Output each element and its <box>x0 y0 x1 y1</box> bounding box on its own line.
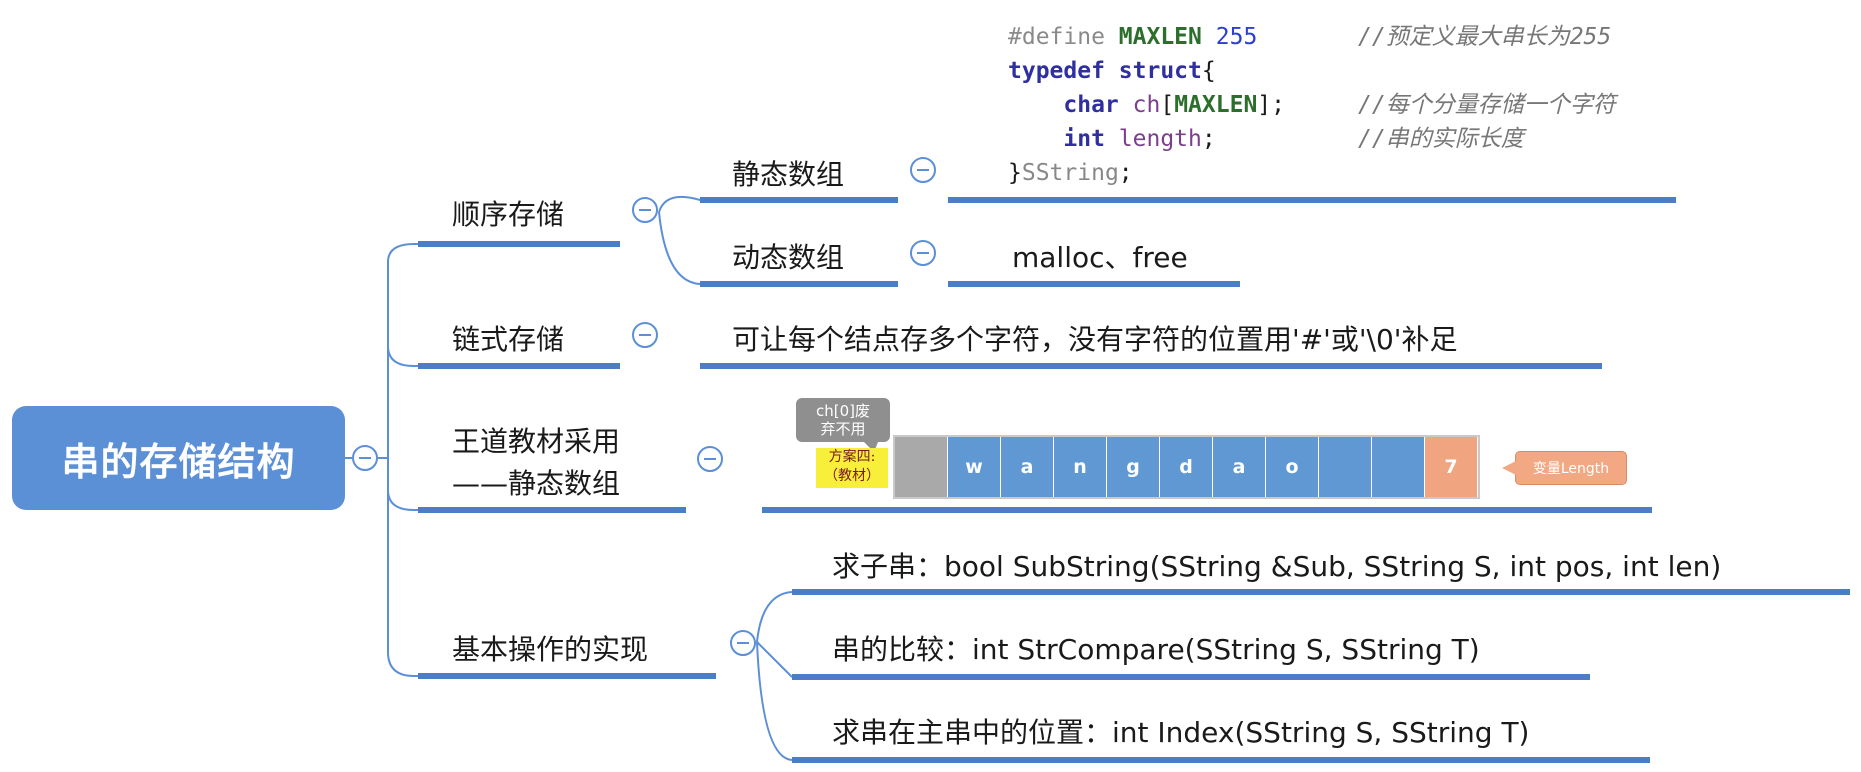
array-cell: a <box>1001 437 1054 497</box>
array-cell: w <box>948 437 1001 497</box>
array-cell: n <box>1054 437 1107 497</box>
operation-strcompare[interactable]: 串的比较：int StrCompare(SString S, SString T… <box>832 633 1480 666</box>
code-line-5: }SString; <box>1008 160 1133 186</box>
operations-collapse-toggle[interactable] <box>730 630 756 656</box>
array-cell-length: 7 <box>1425 437 1478 497</box>
code-line-3: char ch[MAXLEN];//每个分量存储一个字符 <box>1063 92 1616 118</box>
array-cell: o <box>1266 437 1319 497</box>
code-line-2: typedef struct{ <box>1008 58 1216 84</box>
code-line-4: int length;//串的实际长度 <box>1063 126 1524 152</box>
textbook-collapse-toggle[interactable] <box>697 446 723 472</box>
array-cell: a <box>1213 437 1266 497</box>
linked-collapse-toggle[interactable] <box>632 322 658 348</box>
dynamic-array-text[interactable]: malloc、free <box>1012 241 1188 274</box>
array-cell-unused <box>895 437 948 497</box>
root-node[interactable]: 串的存储结构 <box>12 406 345 510</box>
linked-storage-text[interactable]: 可让每个结点存多个字符，没有字符的位置用'#'或'\0'补足 <box>732 323 1458 356</box>
root-label: 串的存储结构 <box>61 439 296 484</box>
operation-substring[interactable]: 求子串：bool SubString(SString &Sub, SString… <box>832 550 1722 583</box>
code-line-1: #define MAXLEN 255//预定义最大串长为255 <box>1008 24 1612 50</box>
array-cell: d <box>1160 437 1213 497</box>
scheme-four-highlight: 方案四: （教材） <box>816 448 888 488</box>
node-textbook-label-line1[interactable]: 王道教材采用 <box>452 425 621 458</box>
node-sequential-storage[interactable]: 顺序存储 <box>452 198 565 231</box>
sequential-collapse-toggle[interactable] <box>632 197 658 223</box>
node-dynamic-array[interactable]: 动态数组 <box>732 241 845 274</box>
array-cell <box>1319 437 1372 497</box>
array-cell <box>1372 437 1425 497</box>
operation-index[interactable]: 求串在主串中的位置：int Index(SString S, SString T… <box>832 716 1530 749</box>
root-collapse-toggle[interactable] <box>352 445 378 471</box>
node-linked-storage[interactable]: 链式存储 <box>452 323 565 356</box>
dynamic-array-collapse-toggle[interactable] <box>910 240 936 266</box>
static-array-collapse-toggle[interactable] <box>910 157 936 183</box>
ch0-unused-callout: ch[0]废 弃不用 <box>796 398 890 452</box>
node-basic-operations[interactable]: 基本操作的实现 <box>452 633 649 666</box>
node-static-array[interactable]: 静态数组 <box>732 158 845 191</box>
node-textbook-label-line2[interactable]: ——静态数组 <box>452 467 621 500</box>
length-variable-callout: 变量Length <box>1502 451 1627 485</box>
array-cell: g <box>1107 437 1160 497</box>
static-array-code-block: #define MAXLEN 255//预定义最大串长为255 typedef … <box>1008 20 1616 190</box>
